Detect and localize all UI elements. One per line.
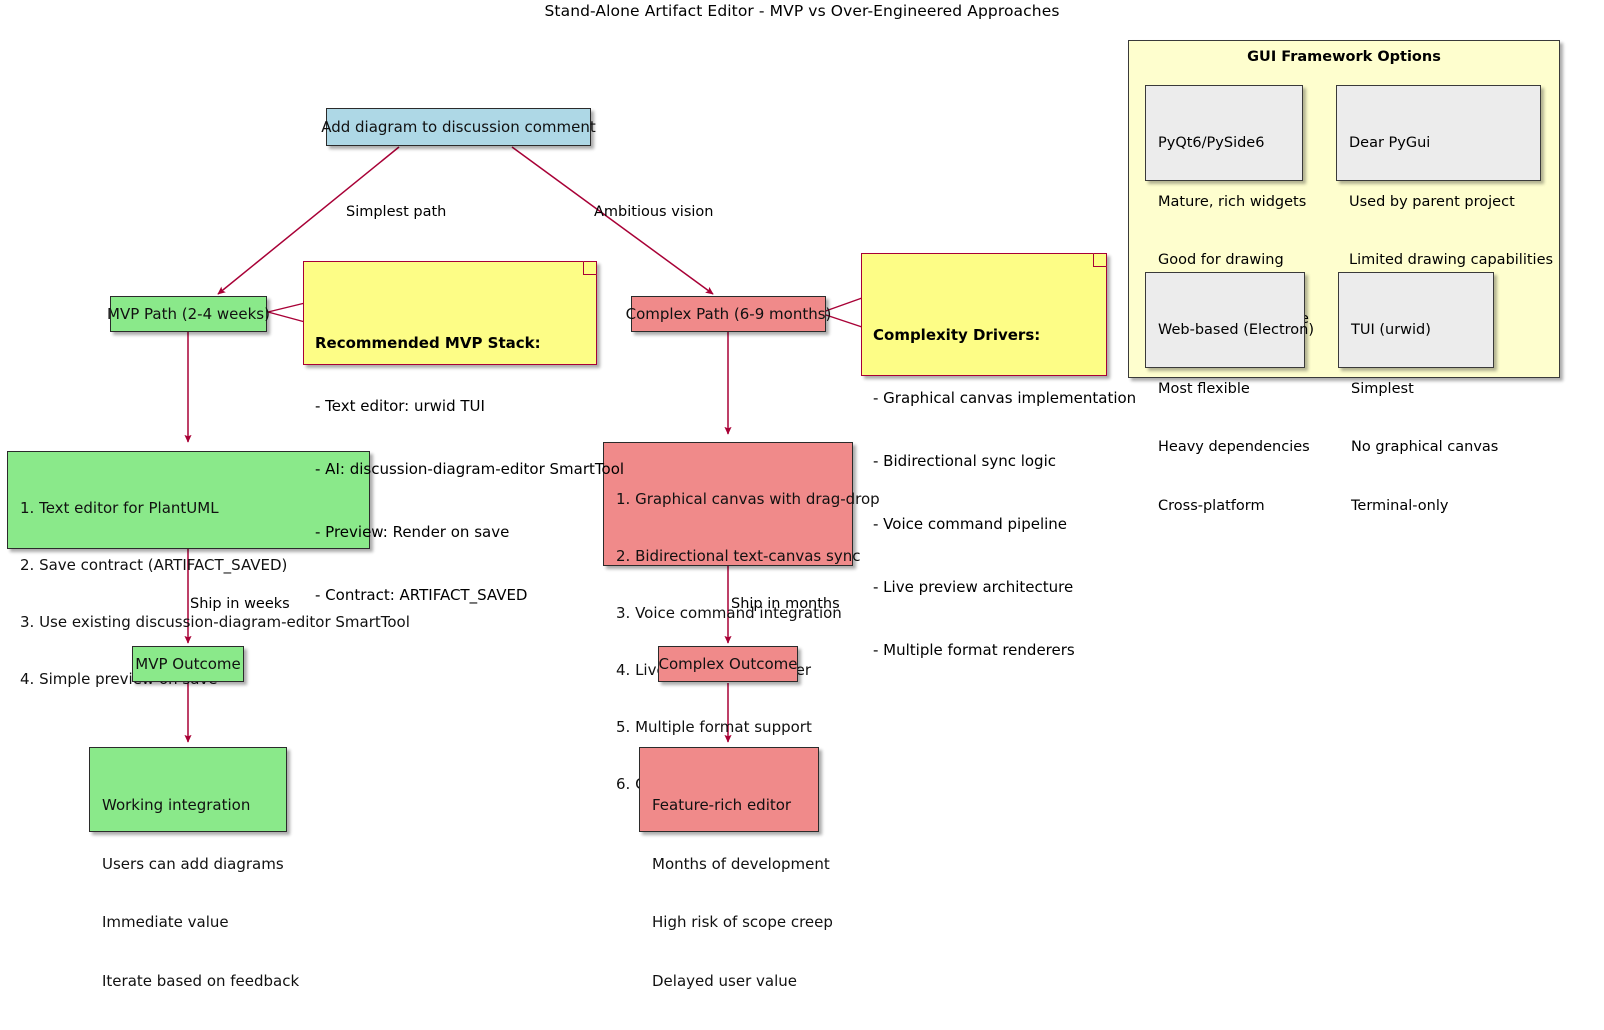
mvp-result-2: Users can add diagrams xyxy=(102,854,284,873)
card-0-line-3: Good for drawing xyxy=(1158,252,1284,268)
node-mvp-result[interactable]: Working integration Users can add diagra… xyxy=(89,747,299,990)
package-title: GUI Framework Options xyxy=(1247,49,1441,65)
card-3-line-2: Simplest xyxy=(1351,380,1414,397)
node-mvp-path[interactable]: MVP Path (2-4 weeks) xyxy=(107,296,270,332)
complex-step-2: 2. Bidirectional text-canvas sync xyxy=(616,547,861,565)
card-1-line-2: Used by parent project xyxy=(1349,193,1515,210)
note-complexity-line-3: - Voice command pipeline xyxy=(873,515,1068,533)
node-mvp-outcome[interactable]: MVP Outcome xyxy=(132,646,244,682)
mvp-result-3: Immediate value xyxy=(102,913,229,931)
node-complex-outcome-label: Complex Outcome xyxy=(658,654,798,673)
note-complexity-title: Complexity Drivers: xyxy=(873,326,1041,344)
complex-result-4: Delayed user value xyxy=(652,971,797,990)
complex-step-5: 5. Multiple format support xyxy=(616,718,812,736)
card-tui-urwid[interactable]: TUI (urwid) Simplest No graphical canvas… xyxy=(1338,272,1498,514)
card-1-line-3: Limited drawing capabilities xyxy=(1349,252,1554,268)
note-mvp-line-1: - Text editor: urwid TUI xyxy=(315,397,485,415)
card-3-line-4: Terminal-only xyxy=(1351,497,1449,514)
note-mvp-line-3: - Preview: Render on save xyxy=(315,523,510,541)
note-fold-icon xyxy=(583,261,597,275)
node-start[interactable]: Add diagram to discussion comment xyxy=(321,108,596,146)
node-complex-path-label: Complex Path (6-9 months) xyxy=(625,304,832,323)
card-1-line-1: Dear PyGui xyxy=(1349,135,1431,151)
complex-result-2: Months of development xyxy=(652,854,830,873)
page-title: Stand-Alone Artifact Editor - MVP vs Ove… xyxy=(544,2,1060,20)
card-web-based-electron[interactable]: Web-based (Electron) Most flexible Heavy… xyxy=(1145,272,1315,514)
card-2-line-1: Web-based (Electron) xyxy=(1158,322,1315,338)
edge-label-ship-in-months: Ship in months xyxy=(731,596,840,612)
card-dear-pygui[interactable]: Dear PyGui Used by parent project Limite… xyxy=(1336,85,1553,327)
edge-label-ambitious-vision: Ambitious vision xyxy=(594,204,714,220)
card-0-line-1: PyQt6/PySide6 xyxy=(1158,135,1265,151)
card-3-line-3: No graphical canvas xyxy=(1351,439,1499,455)
complex-result-3: High risk of scope creep xyxy=(652,913,833,931)
diagram-canvas: Stand-Alone Artifact Editor - MVP vs Ove… xyxy=(7,2,1560,990)
edge-label-ship-in-weeks: Ship in weeks xyxy=(190,596,290,612)
note-mvp-line-2: - AI: discussion-diagram-editor SmartToo… xyxy=(315,460,625,478)
note-mvp-line-4: - Contract: ARTIFACT_SAVED xyxy=(315,586,528,604)
complex-step-1: 1. Graphical canvas with drag-drop xyxy=(616,490,880,508)
card-0-line-2: Mature, rich widgets xyxy=(1158,193,1307,210)
card-2-line-3: Heavy dependencies xyxy=(1158,439,1310,455)
package-gui-framework-options: GUI Framework Options PyQt6/PySide6 Matu… xyxy=(1128,40,1560,514)
card-3-line-1: TUI (urwid) xyxy=(1351,322,1431,338)
node-mvp-outcome-label: MVP Outcome xyxy=(135,654,241,673)
note-fold-icon xyxy=(1093,253,1107,267)
note-recommended-mvp-stack[interactable]: Recommended MVP Stack: - Text editor: ur… xyxy=(303,261,624,604)
note-mvp-title: Recommended MVP Stack: xyxy=(315,334,541,352)
card-pyqt6-pyside6[interactable]: PyQt6/PySide6 Mature, rich widgets Good … xyxy=(1145,85,1309,327)
node-complex-path[interactable]: Complex Path (6-9 months) xyxy=(626,296,831,332)
node-complex-result[interactable]: Feature-rich editor Months of developmen… xyxy=(639,747,833,990)
card-2-line-2: Most flexible xyxy=(1158,380,1250,397)
note-complexity-line-2: - Bidirectional sync logic xyxy=(873,452,1056,470)
edge-label-simplest-path: Simplest path xyxy=(346,204,447,220)
note-complexity-line-4: - Live preview architecture xyxy=(873,578,1074,596)
note-complexity-drivers[interactable]: Complexity Drivers: - Graphical canvas i… xyxy=(861,253,1136,659)
complex-result-1: Feature-rich editor xyxy=(652,796,792,814)
mvp-step-2: 2. Save contract (ARTIFACT_SAVED) xyxy=(20,556,288,574)
mvp-step-1: 1. Text editor for PlantUML xyxy=(20,499,219,517)
mvp-result-4: Iterate based on feedback xyxy=(102,971,300,990)
mvp-result-1: Working integration xyxy=(102,796,251,814)
note-complexity-line-1: - Graphical canvas implementation xyxy=(873,389,1137,407)
node-complex-outcome[interactable]: Complex Outcome xyxy=(658,646,798,682)
node-mvp-path-label: MVP Path (2-4 weeks) xyxy=(107,304,270,323)
note-complexity-line-5: - Multiple format renderers xyxy=(873,641,1075,659)
node-start-label: Add diagram to discussion comment xyxy=(321,117,596,136)
mvp-step-3: 3. Use existing discussion-diagram-edito… xyxy=(20,613,410,631)
complex-step-3: 3. Voice command integration xyxy=(616,604,842,622)
card-2-line-4: Cross-platform xyxy=(1158,497,1265,514)
node-complex-steps[interactable]: 1. Graphical canvas with drag-drop 2. Bi… xyxy=(603,442,880,793)
